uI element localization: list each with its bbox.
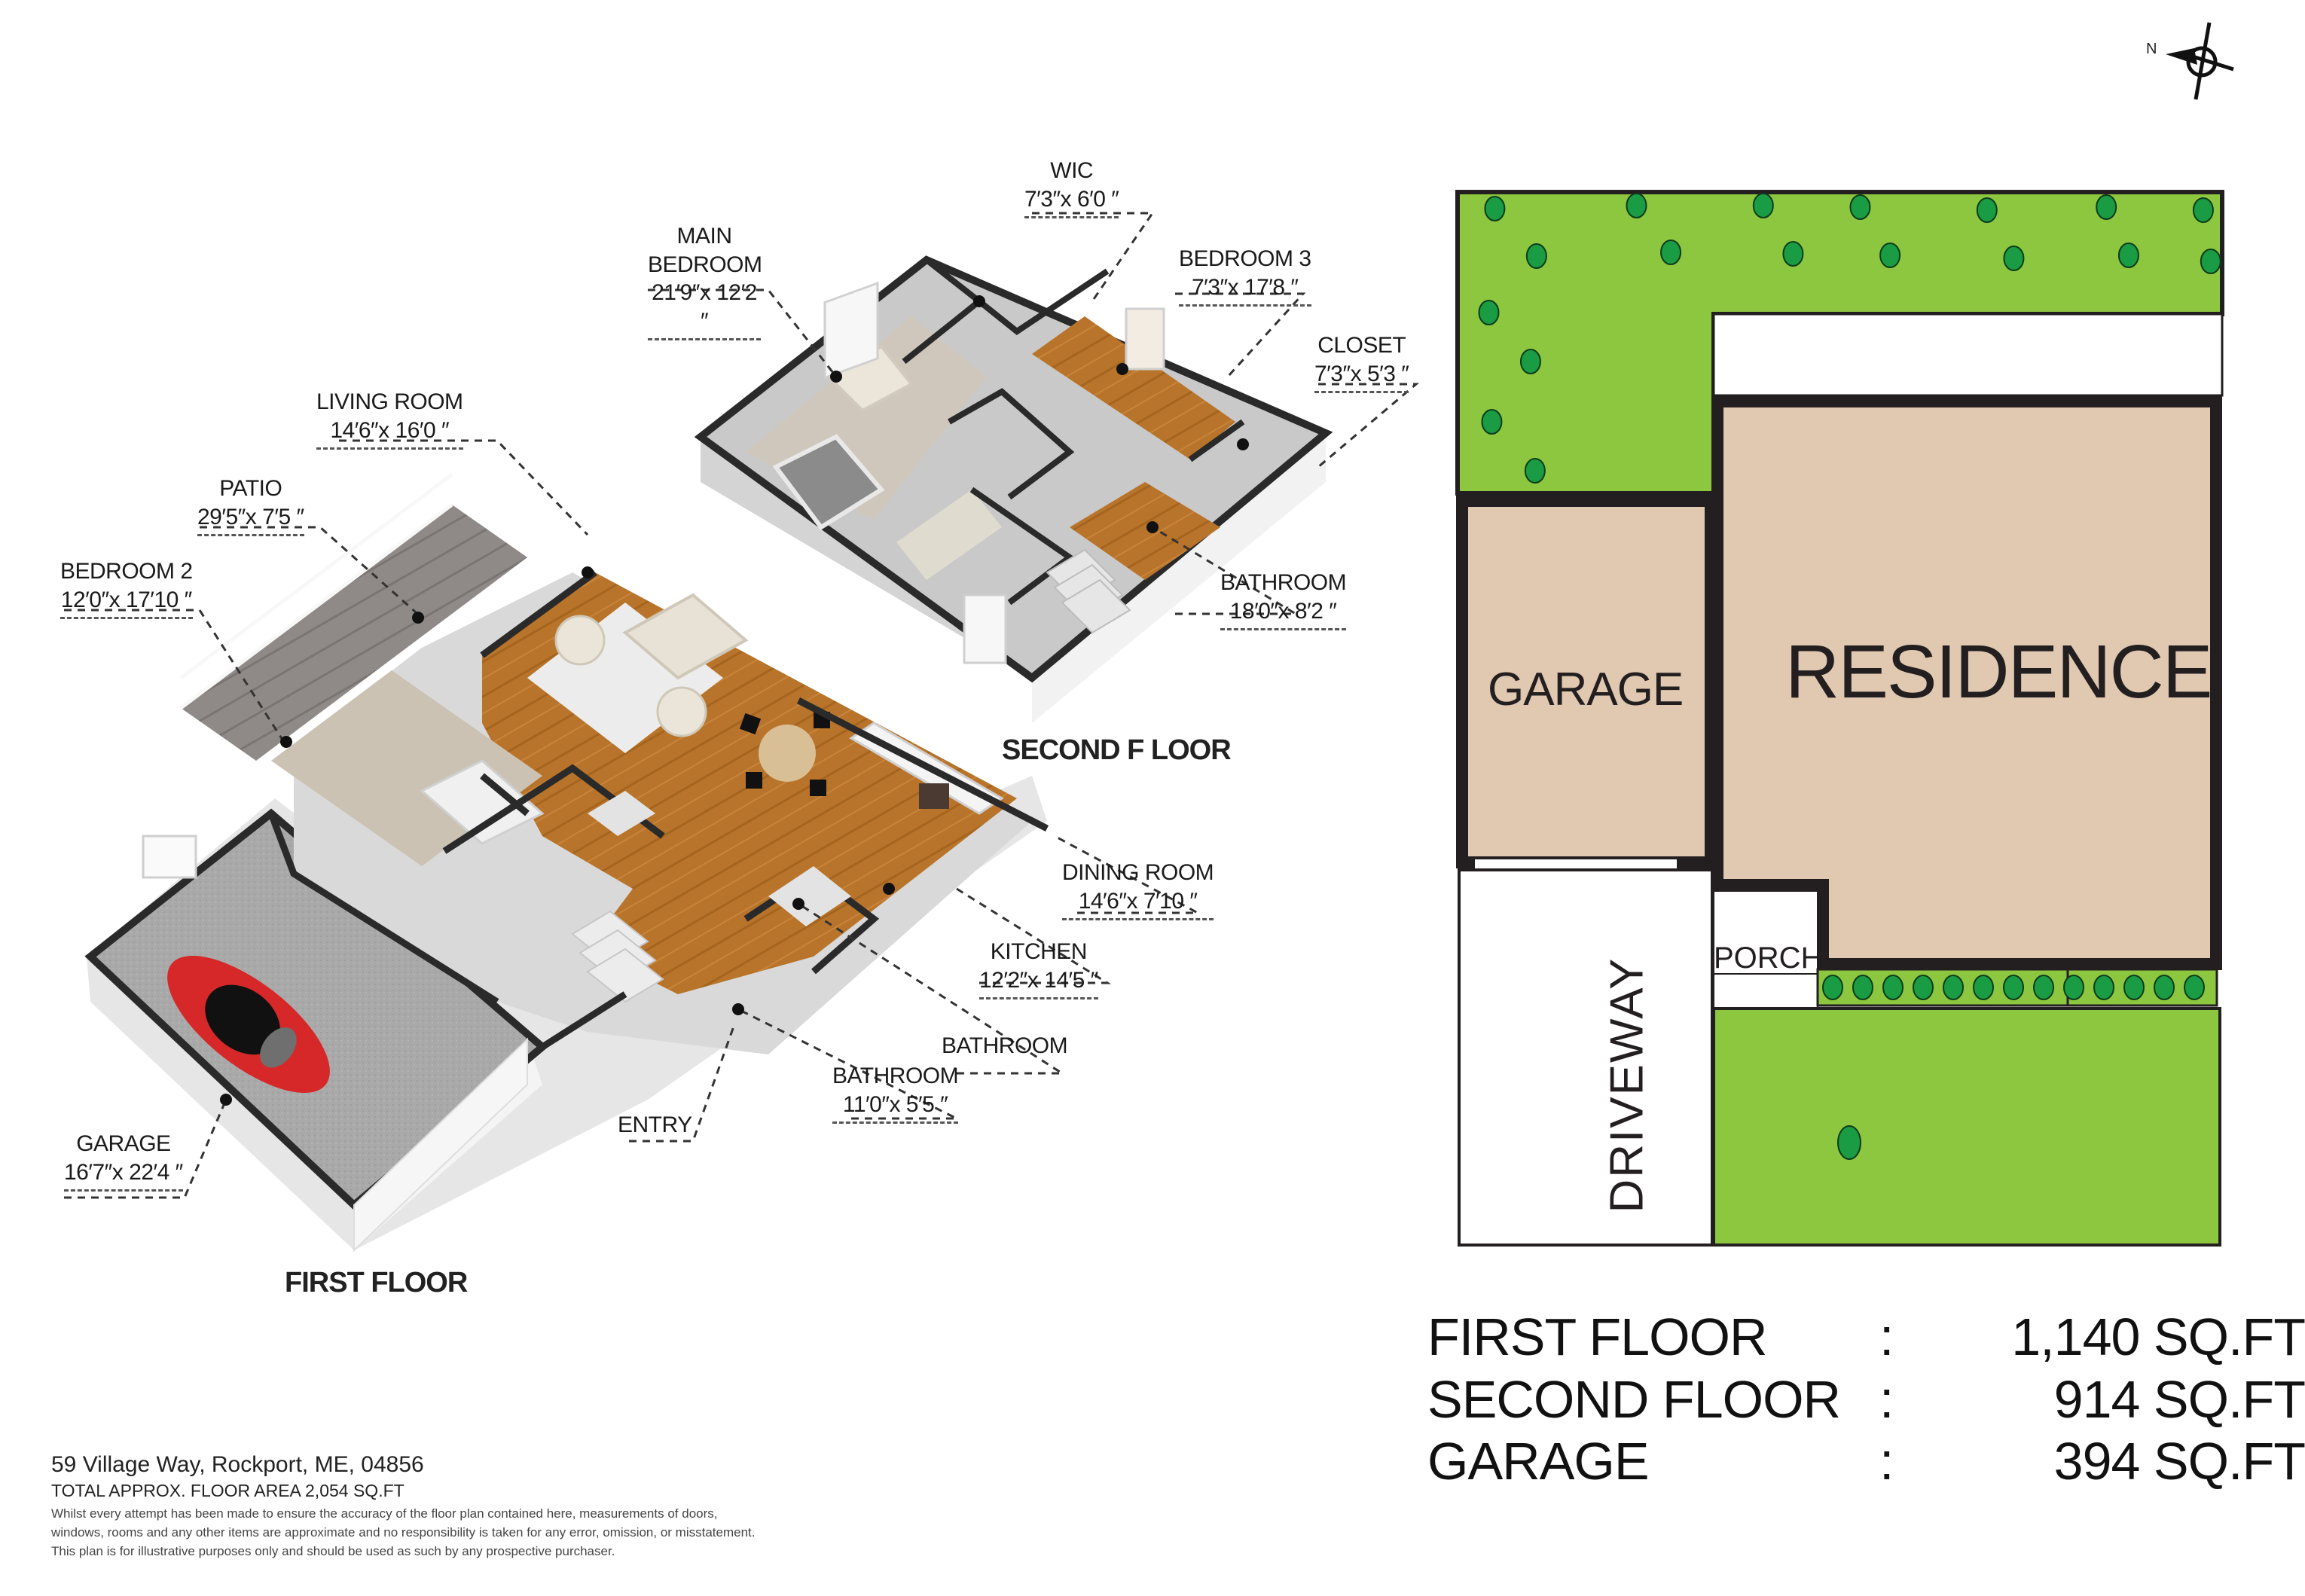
tree-icon: [2117, 243, 2139, 268]
staircase-upper: [1046, 548, 1131, 634]
tree-icon: [2184, 975, 2205, 1000]
tree-icon: [1525, 243, 1547, 269]
range: [919, 783, 949, 809]
room-label-upstairs-bathroom: BATHROOM 18′0″x 8′2 ″: [1220, 569, 1347, 630]
front-lawn: [1712, 1007, 2221, 1247]
isometric-floor-plans: [64, 212, 1420, 1253]
tree-icon: [2192, 197, 2214, 223]
tree-icon: [1519, 349, 1541, 374]
dining-chairs: [739, 712, 830, 796]
armchair: [554, 615, 606, 666]
bed: [772, 434, 885, 531]
room-label-dining-room: DINING ROOM 14′6″x 7′10 ″: [1062, 859, 1214, 920]
disclaimer-line-2: windows, rooms and any other items are a…: [51, 1525, 756, 1540]
tree-icon: [1913, 975, 1934, 1000]
tree-icon: [1660, 240, 1682, 265]
leader-lines: [64, 212, 1420, 1199]
sofa: [622, 593, 749, 680]
red-car: [167, 955, 330, 1094]
tree-icon: [2003, 975, 2024, 1000]
room-label-living-room: LIVING ROOM 14′6″x 16′0 ″: [316, 388, 463, 450]
trees: [1478, 193, 2221, 1160]
site-plan: [1455, 190, 2224, 1247]
patio-railing: [179, 473, 453, 710]
tree-icon: [1852, 975, 1873, 1000]
site-label-porch: PORCH: [1714, 941, 1823, 975]
tree-icon: [1626, 193, 1647, 218]
tree-icon: [2200, 249, 2221, 274]
bathroom-floor: [768, 866, 851, 926]
site-label-driveway: DRIVEWAY: [1601, 957, 1653, 1213]
room-label-kitchen: KITCHEN 12′2″x 14′5 ″: [979, 938, 1098, 999]
upstairs-bath-floor: [896, 490, 1002, 580]
property-address: 59 Village Way, Rockport, ME, 04856: [51, 1452, 424, 1477]
bathroom-floor: [588, 791, 655, 836]
total-floor-area: TOTAL APPROX. FLOOR AREA 2,054 SQ.FT: [51, 1481, 405, 1500]
bedroom3-floor: [1032, 316, 1235, 459]
tree-icon: [2093, 975, 2114, 1000]
tree-icon: [2063, 975, 2084, 1000]
tree-icon: [1481, 409, 1503, 435]
site-driveway: [1458, 868, 1714, 1247]
compass-north-label: N: [2146, 41, 2157, 57]
north-arrow-icon: [2166, 22, 2234, 100]
disclaimer-line-1: Whilst every attempt has been made to en…: [51, 1506, 718, 1521]
tree-icon: [1879, 243, 1901, 268]
tree-icon: [1822, 975, 1843, 1000]
second-floor-title: SECOND F LOOR: [1002, 734, 1232, 766]
room-label-bedroom-3: BEDROOM 3 7′3″x 17′8 ″: [1179, 245, 1311, 307]
room-label-wic: WIC 7′3″x 6′0 ″: [1024, 157, 1119, 218]
hallway-floor: [1070, 482, 1220, 580]
first-floor-model: [84, 473, 1049, 1253]
tree-icon: [2033, 975, 2054, 1000]
tree-icon: [1484, 196, 1506, 221]
site-porch: [1713, 890, 1818, 975]
tree-icon: [2003, 246, 2025, 271]
tree-icon: [1849, 194, 1871, 220]
site-label-residence: RESIDENCE: [1785, 630, 2212, 714]
patio-deck: [181, 505, 527, 761]
tree-icon: [1524, 458, 1546, 484]
bedroom2-bed: [420, 759, 545, 845]
tree-icon: [2096, 194, 2117, 220]
room-label-main-bedroom: MAIN BEDROOM 21′9″x 12′2 ″: [648, 222, 762, 340]
room-label-closet: CLOSET 7′3″x 5′3 ″: [1314, 331, 1409, 393]
armchair: [656, 686, 707, 737]
tree-icon: [1943, 975, 1964, 1000]
first-floor-title: FIRST FLOOR: [285, 1267, 468, 1298]
tree-icon: [1478, 300, 1500, 325]
room-label-garage: GARAGE 16′7″x 22′4 ″: [64, 1130, 183, 1192]
room-label-patio: PATIO 29′5″x 7′5 ″: [197, 475, 304, 536]
room-label-entry: ENTRY: [618, 1112, 692, 1137]
room-label-bathroom-a: BATHROOM: [942, 1033, 1068, 1058]
site-label-garage: GARAGE: [1488, 664, 1684, 716]
room-label-bathroom-b: BATHROOM 11′0″x 5′5 ″: [832, 1062, 959, 1124]
dining-table: [759, 725, 816, 782]
staircase-lower: [571, 910, 664, 1003]
tree-icon: [1837, 1125, 1861, 1160]
tree-icon: [2154, 975, 2175, 1000]
tree-icon: [2123, 975, 2145, 1000]
room-markers: [220, 295, 1249, 1106]
site-residence: [1711, 395, 2222, 970]
second-floor-model: [694, 255, 1333, 723]
rear-patio-strip: [1712, 313, 2224, 397]
tree-icon: [1882, 975, 1904, 1000]
tree-icon: [1782, 241, 1804, 267]
tree-icon: [1752, 193, 1774, 218]
tree-icon: [1976, 197, 1998, 223]
garage-door: [353, 1037, 528, 1253]
compass: N: [2146, 22, 2234, 109]
tree-icon: [1973, 975, 1994, 1000]
disclaimer-line-3: This plan is for illustrative purposes o…: [51, 1544, 615, 1558]
room-label-bedroom-2: BEDROOM 2 12′0″x 17′10 ″: [60, 557, 193, 619]
